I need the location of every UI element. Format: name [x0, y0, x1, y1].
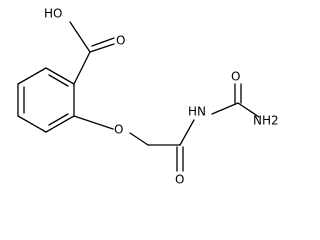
atom-label-urea-o: O — [231, 70, 240, 84]
ring-bond-c4-c5 — [17, 115, 47, 133]
ring-bond-c1-c2 — [45, 67, 75, 85]
bond-ring-to-ether-o — [73, 115, 114, 130]
benzene-ring — [17, 67, 75, 133]
bond-carboxyl-double-o-2 — [91, 37, 115, 47]
bond-carboxyl-to-oh — [69, 21, 91, 53]
bond-ring-to-carboxyl — [73, 51, 91, 85]
ring-inner-double-2 — [48, 113, 69, 126]
bond-urea-carbon-to-nh2 — [237, 102, 260, 118]
bond-ether-o-to-ch2 — [129, 132, 149, 146]
bond-carboxyl-double-o-1 — [89, 43, 115, 53]
atom-label-ether-o: O — [114, 123, 123, 137]
atom-label-amide-nh: HN — [188, 105, 206, 119]
carboxylic-acid-group — [69, 21, 115, 85]
atom-label-acid-carbonyl-o: O — [116, 34, 125, 48]
ring-inner-double-1 — [48, 74, 69, 87]
molecule-diagram: HO O O HN O O NH2 — [17, 7, 279, 187]
bond-carbonyl-to-nh — [179, 119, 195, 146]
ring-bond-c3-c4 — [45, 115, 75, 133]
atom-label-amide-o: O — [175, 173, 184, 187]
bond-nh-to-urea-carbon — [211, 102, 239, 115]
atom-label-acid-oh: HO — [44, 7, 62, 21]
atom-label-amine-nh2: NH2 — [253, 114, 279, 128]
side-chain — [73, 83, 260, 172]
structure-canvas: HO O O HN O O NH2 — [17, 7, 279, 187]
atom-labels: HO O O HN O O NH2 — [44, 7, 279, 187]
ring-bond-c6-c1 — [17, 67, 47, 85]
